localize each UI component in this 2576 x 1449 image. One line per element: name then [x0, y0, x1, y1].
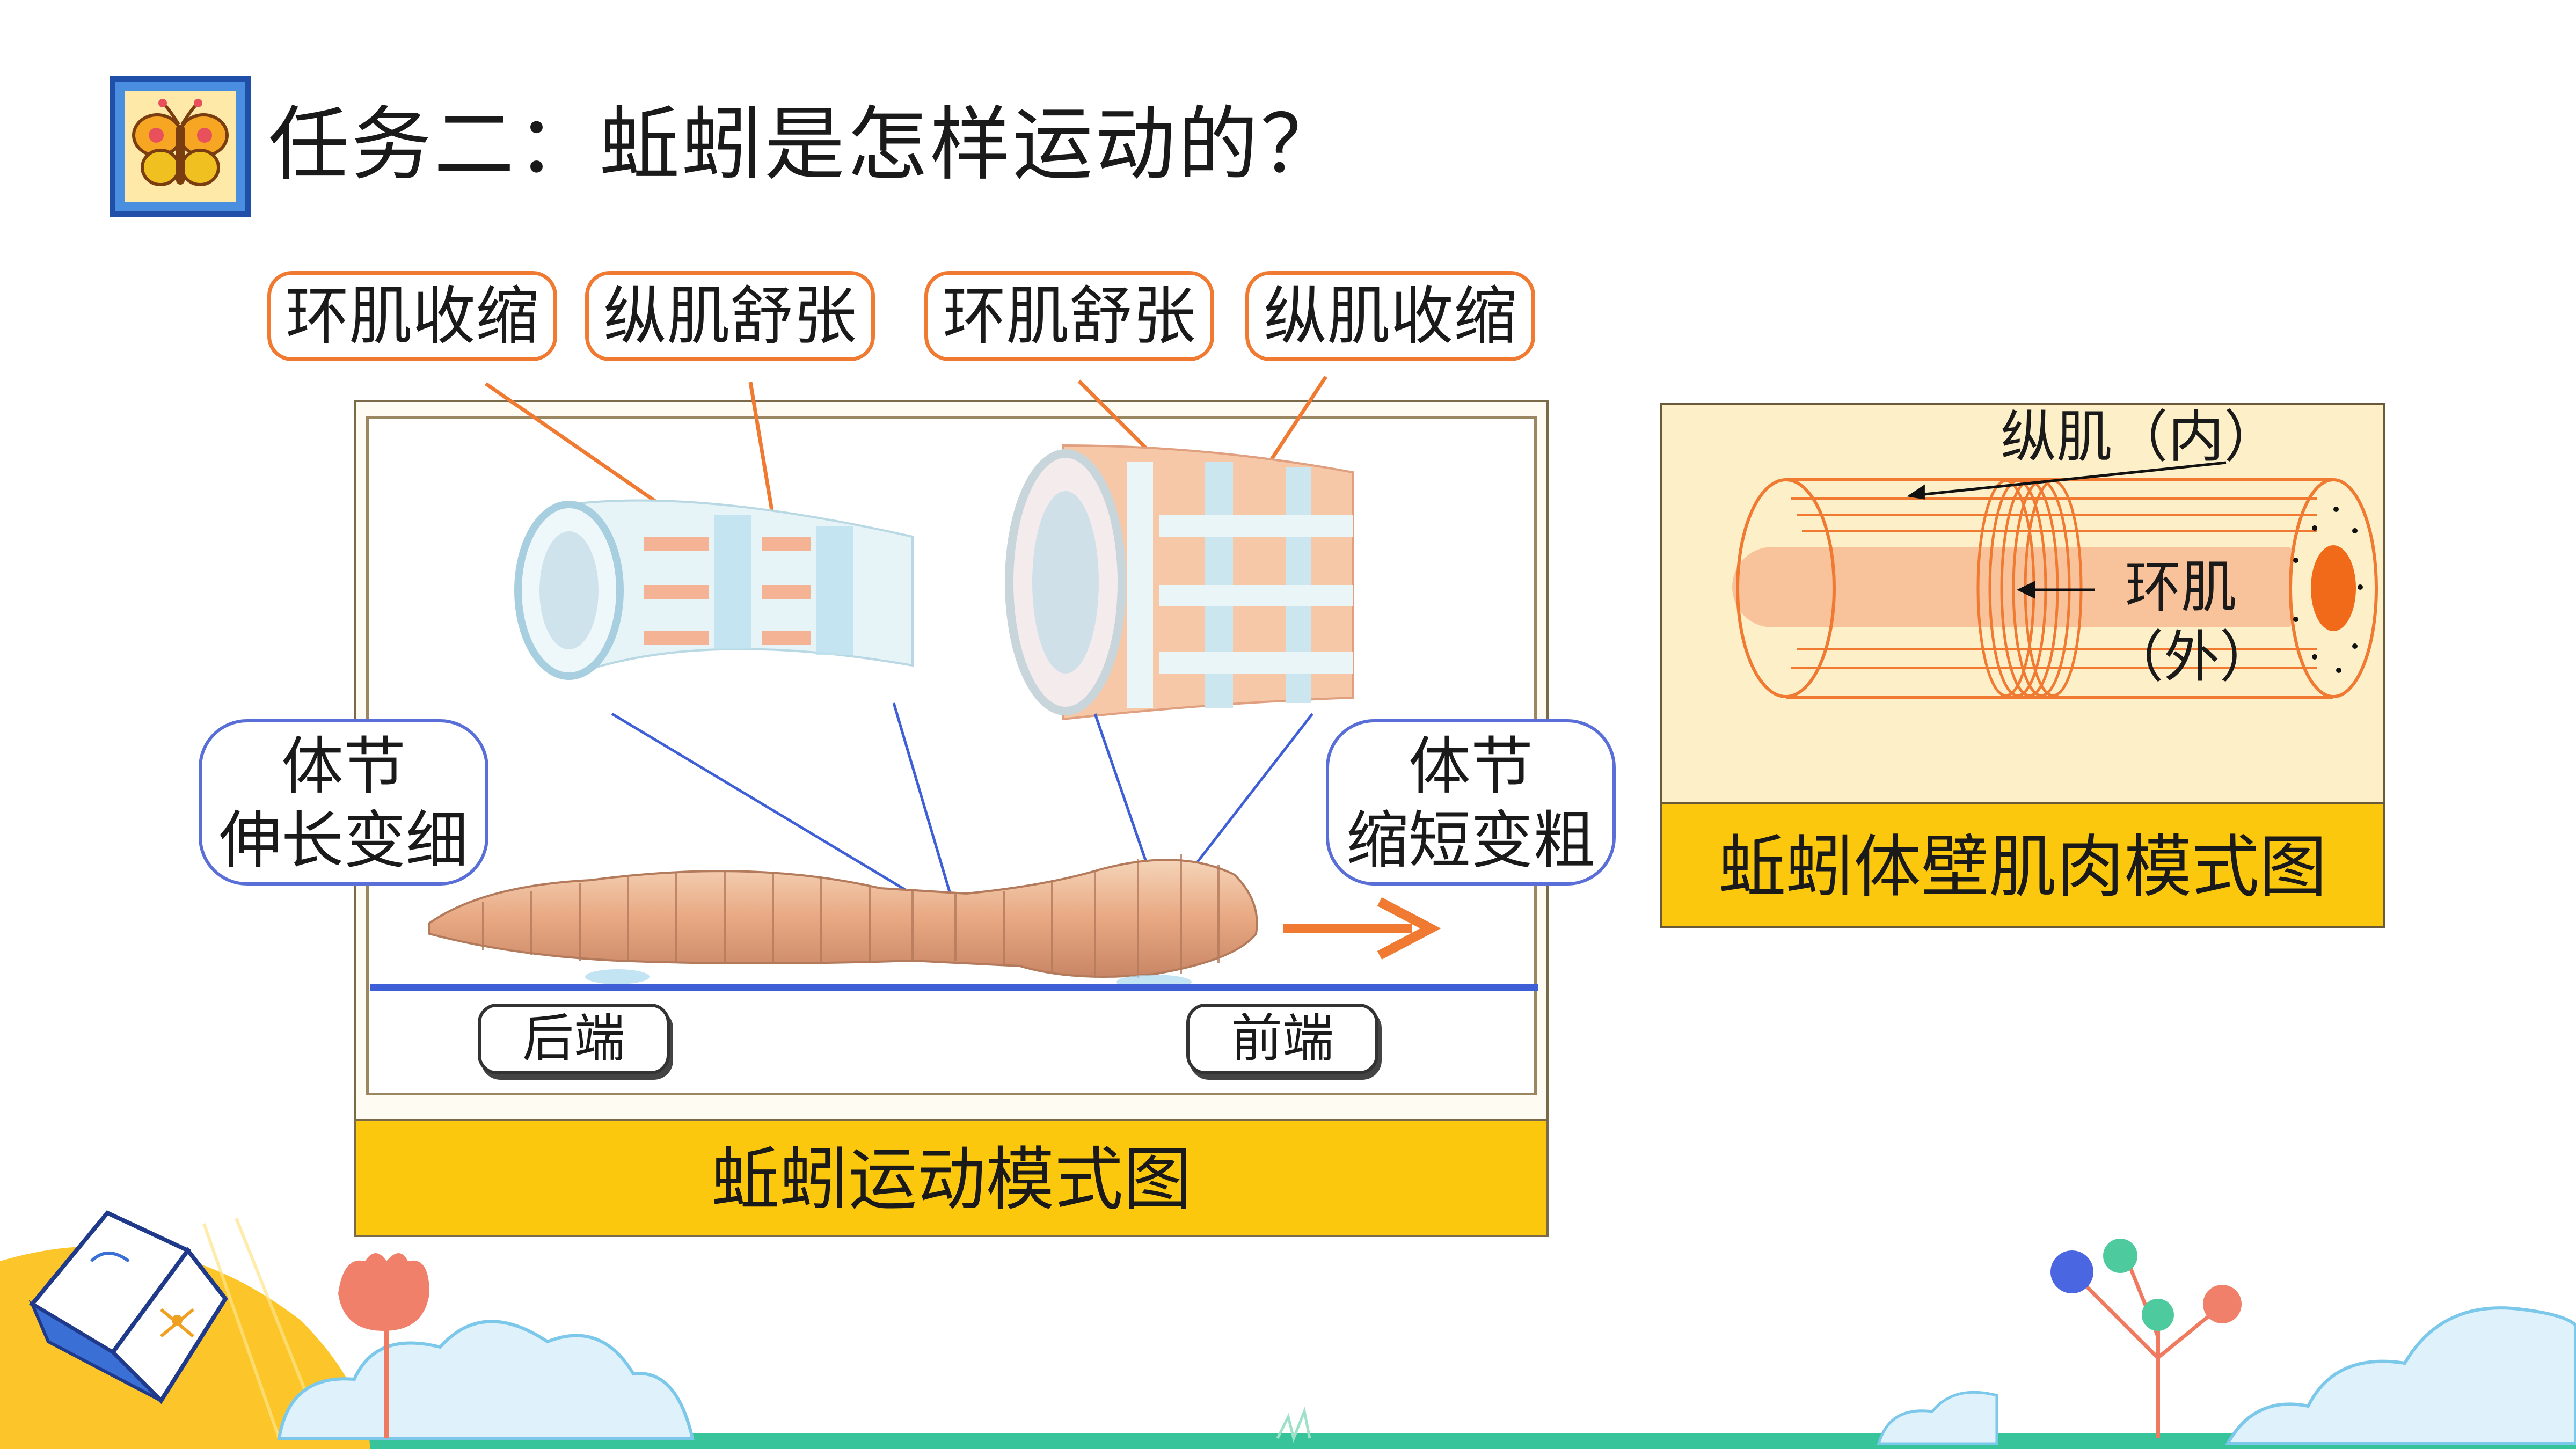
bubble-left-line2: 伸长变细 — [219, 804, 468, 877]
label-circular-relax: 环肌舒张 — [924, 271, 1214, 361]
bubble-right-line1: 体节 — [1409, 730, 1533, 803]
book-icon — [28, 1210, 228, 1404]
body-wall-caption: 蚯蚓体壁肌肉模式图 — [1662, 802, 2383, 926]
connector-line-3 — [1093, 713, 1150, 870]
label-longitudinal-contract: 纵肌收缩 — [1245, 271, 1535, 361]
flower-icon — [338, 1253, 429, 1438]
page-title: 任务二：蚯蚓是怎样运动的？ — [268, 98, 1344, 192]
body-wall-diagram: 纵肌（内） 环肌 （外） 蚯蚓体壁肌肉模式图 — [1660, 402, 2385, 928]
segment-stretched — [514, 499, 914, 680]
bottom-decoration — [0, 1210, 2576, 1449]
title-icon-box — [110, 76, 251, 217]
earthworm — [428, 854, 1258, 990]
movement-diagram-caption: 蚯蚓运动模式图 — [356, 1119, 1546, 1235]
bubble-stretched-segment: 体节 伸长变细 — [199, 719, 488, 885]
segment-contracted — [1005, 444, 1354, 721]
muscle-tube-illustration — [1732, 461, 2378, 699]
butterfly-icon — [132, 99, 229, 186]
rear-end-label: 后端 — [478, 1004, 670, 1074]
bubble-right-line2: 缩短变粗 — [1346, 804, 1595, 877]
connector-line-1 — [611, 712, 908, 892]
connector-line-4 — [1191, 713, 1313, 870]
front-end-label: 前端 — [1186, 1004, 1378, 1074]
bubble-left-line1: 体节 — [281, 730, 406, 803]
circular-muscle-position-label: （外） — [2108, 624, 2276, 690]
label-circular-contract-1: 环肌收缩 — [267, 271, 557, 361]
circular-muscle-label: 环肌 — [2125, 554, 2237, 620]
tree-icon — [2050, 1239, 2242, 1438]
arrow-right-icon — [1283, 897, 1441, 960]
cloud-icon — [277, 1320, 695, 1440]
connector-line-2 — [892, 702, 952, 894]
longitudinal-muscle-label: 纵肌（内） — [2001, 404, 2280, 470]
bubble-contracted-segment: 体节 缩短变粗 — [1326, 719, 1616, 885]
label-longitudinal-relax: 纵肌舒张 — [585, 271, 875, 361]
